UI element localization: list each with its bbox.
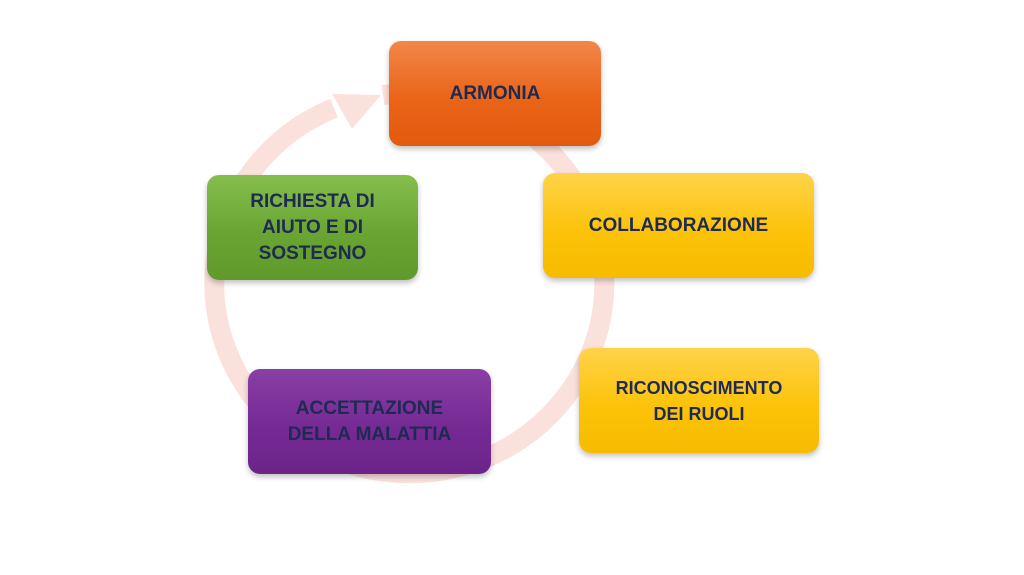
step-accettazione-label-line1: ACCETTAZIONE [295, 397, 444, 419]
step-accettazione-malattia: ACCETTAZIONE DELLA MALATTIA [248, 369, 491, 474]
step-collaborazione-label: COLLABORAZIONE [588, 214, 769, 236]
step-aiuto-label-line3: SOSTEGNO [258, 242, 367, 264]
cycle-arrowhead [332, 94, 381, 129]
step-richiesta-aiuto: RICHIESTA DI AIUTO E DI SOSTEGNO [207, 175, 418, 280]
step-ruoli-label-line2: DEI RUOLI [653, 403, 745, 424]
step-accettazione-label-line2: DELLA MALATTIA [287, 423, 452, 445]
step-armonia-label: ARMONIA [449, 82, 541, 104]
step-riconoscimento-ruoli: RICONOSCIMENTO DEI RUOLI [579, 348, 819, 453]
step-aiuto-label-line2: AIUTO E DI [262, 216, 363, 238]
step-collaborazione: COLLABORAZIONE [543, 173, 814, 278]
step-armonia: ARMONIA [389, 41, 601, 146]
step-aiuto-label-line1: RICHIESTA DI [250, 190, 375, 212]
step-ruoli-label-line1: RICONOSCIMENTO [615, 377, 783, 398]
